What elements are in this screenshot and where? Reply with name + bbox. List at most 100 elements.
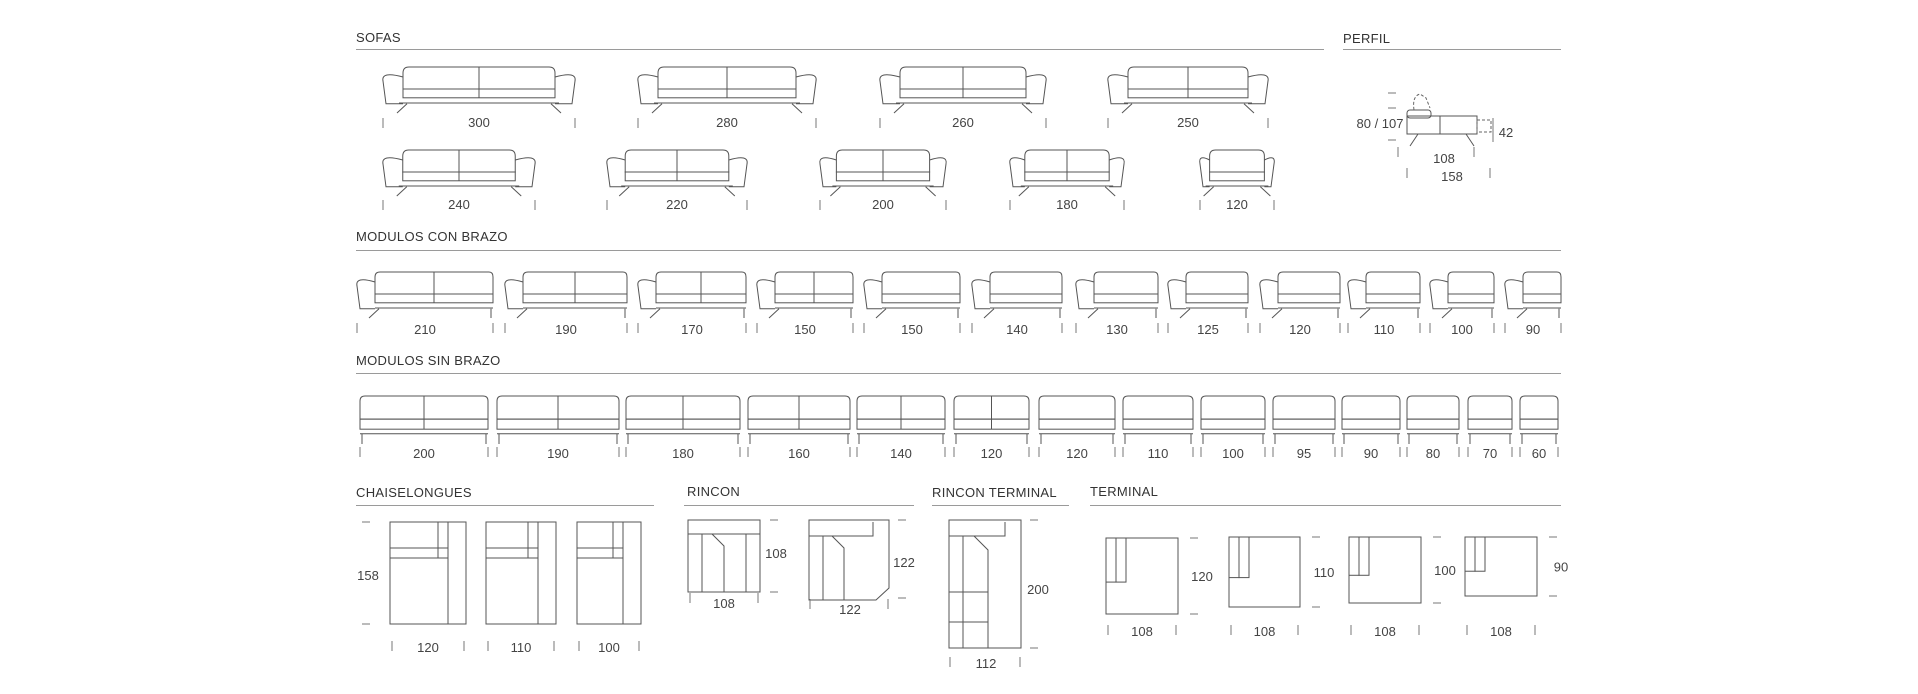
module-con-brazo-dimension-9: 110 xyxy=(1347,322,1421,337)
chaiselongue-depth-dimension: 158 xyxy=(357,521,379,625)
chaiselongue-width-label: 110 xyxy=(511,640,532,655)
sofa-width-label: 240 xyxy=(448,197,470,212)
module-con-brazo-0 xyxy=(356,271,494,319)
module-sin-brazo-width-label: 100 xyxy=(1222,446,1244,461)
module-sin-brazo-dimension-13: 60 xyxy=(1519,446,1559,461)
section-title-rincon: RINCON xyxy=(687,484,741,499)
section-rule-rincon-terminal xyxy=(932,505,1069,506)
module-sin-brazo-width-label: 120 xyxy=(981,446,1003,461)
sofa-width-label: 300 xyxy=(468,115,490,130)
module-sin-brazo-width-label: 200 xyxy=(413,446,435,461)
module-sin-brazo-dimension-12: 70 xyxy=(1467,446,1513,461)
module-sin-brazo-4 xyxy=(856,395,946,444)
module-con-brazo-width-label: 120 xyxy=(1289,322,1311,337)
module-sin-brazo-9 xyxy=(1272,395,1336,444)
sofa-dimension-3: 250 xyxy=(1107,115,1269,130)
chaiselongue-dimension-2: 100 xyxy=(578,640,640,655)
terminal-width-label: 108 xyxy=(1254,624,1276,639)
module-sin-brazo-dimension-9: 95 xyxy=(1272,446,1336,461)
perfil-depth-label: 108 xyxy=(1433,151,1455,166)
rincon-corner-108 xyxy=(687,519,761,593)
module-sin-brazo-1 xyxy=(496,395,620,444)
sofa-8 xyxy=(1199,149,1275,197)
section-rule-modulos-sin-brazo xyxy=(356,373,1561,374)
sofa-width-label: 200 xyxy=(872,197,894,212)
module-sin-brazo-8 xyxy=(1200,395,1266,444)
section-title-perfil: PERFIL xyxy=(1343,31,1391,46)
module-sin-brazo-11 xyxy=(1406,395,1460,444)
sofa-5 xyxy=(606,149,748,197)
module-con-brazo-width-label: 150 xyxy=(901,322,923,337)
module-con-brazo-width-label: 190 xyxy=(555,322,577,337)
section-rule-rincon xyxy=(684,505,914,506)
module-con-brazo-dimension-4: 150 xyxy=(863,322,961,337)
sofa-2 xyxy=(879,66,1047,114)
terminal-depth-label: 100 xyxy=(1434,563,1456,578)
section-rule-terminal xyxy=(1090,505,1561,506)
module-sin-brazo-dimension-2: 180 xyxy=(625,446,741,461)
perfil-height-label: 80 / 107 xyxy=(1357,116,1404,131)
terminal-1 xyxy=(1228,536,1301,608)
module-sin-brazo-2 xyxy=(625,395,741,444)
section-title-rincon-terminal: RINCON TERMINAL xyxy=(932,485,1057,500)
rincon-depth-label: 122 xyxy=(893,555,915,570)
chaiselongue-2 xyxy=(576,521,642,625)
sofa-width-label: 280 xyxy=(716,115,738,130)
terminal-width-label: 108 xyxy=(1131,624,1153,639)
module-con-brazo-width-label: 110 xyxy=(1374,322,1395,337)
module-sin-brazo-width-label: 95 xyxy=(1297,446,1311,461)
sofa-dimension-7: 180 xyxy=(1009,197,1125,212)
module-sin-brazo-dimension-3: 160 xyxy=(747,446,851,461)
module-sin-brazo-13 xyxy=(1519,395,1559,444)
section-rule-perfil xyxy=(1343,49,1561,50)
module-con-brazo-width-label: 125 xyxy=(1197,322,1219,337)
module-con-brazo-3 xyxy=(756,271,854,319)
module-sin-brazo-width-label: 90 xyxy=(1364,446,1378,461)
module-sin-brazo-7 xyxy=(1122,395,1194,444)
rincon-depth-label: 108 xyxy=(765,546,787,561)
section-rule-chaiselongues xyxy=(356,505,654,506)
section-title-modulos-sin-brazo: MODULOS SIN BRAZO xyxy=(356,353,501,368)
rincon-width-label: 108 xyxy=(713,596,735,611)
module-sin-brazo-0 xyxy=(359,395,489,444)
module-con-brazo-2 xyxy=(637,271,747,319)
module-con-brazo-dimension-8: 120 xyxy=(1259,322,1341,337)
module-sin-brazo-width-label: 70 xyxy=(1483,446,1497,461)
sofa-3 xyxy=(1107,66,1269,114)
sofa-dimension-4: 240 xyxy=(382,197,536,212)
module-sin-brazo-dimension-5: 120 xyxy=(953,446,1030,461)
section-rule-modulos-con-brazo xyxy=(356,250,1561,251)
section-title-chaiselongues: CHAISELONGUES xyxy=(356,485,472,500)
rincon-terminal-drawing xyxy=(948,519,1022,649)
module-sin-brazo-width-label: 160 xyxy=(788,446,810,461)
chaiselongue-width-label: 100 xyxy=(598,640,620,655)
sofa-7 xyxy=(1009,149,1125,197)
terminal-depth-label: 90 xyxy=(1554,560,1568,575)
module-con-brazo-dimension-1: 190 xyxy=(504,322,628,337)
module-con-brazo-dimension-0: 210 xyxy=(356,322,494,337)
module-sin-brazo-dimension-4: 140 xyxy=(856,446,946,461)
module-sin-brazo-dimension-6: 120 xyxy=(1038,446,1116,461)
section-rule-sofas xyxy=(356,49,1324,50)
module-con-brazo-dimension-2: 170 xyxy=(637,322,747,337)
terminal-2 xyxy=(1348,536,1422,604)
module-sin-brazo-width-label: 120 xyxy=(1066,446,1088,461)
section-title-terminal: TERMINAL xyxy=(1090,484,1159,499)
module-con-brazo-dimension-5: 140 xyxy=(971,322,1063,337)
module-sin-brazo-dimension-7: 110 xyxy=(1122,446,1194,461)
sofa-width-label: 220 xyxy=(666,197,688,212)
rincon-dimension-108: 108 108 xyxy=(689,519,787,611)
sofa-width-label: 180 xyxy=(1056,197,1078,212)
module-con-brazo-width-label: 210 xyxy=(414,322,436,337)
sofa-width-label: 120 xyxy=(1226,197,1248,212)
section-title-modulos-con-brazo: MODULOS CON BRAZO xyxy=(356,229,508,244)
module-con-brazo-width-label: 170 xyxy=(681,322,703,337)
perfil-extended-depth-label: 158 xyxy=(1441,169,1463,184)
module-con-brazo-4 xyxy=(863,271,961,319)
module-sin-brazo-12 xyxy=(1467,395,1513,444)
